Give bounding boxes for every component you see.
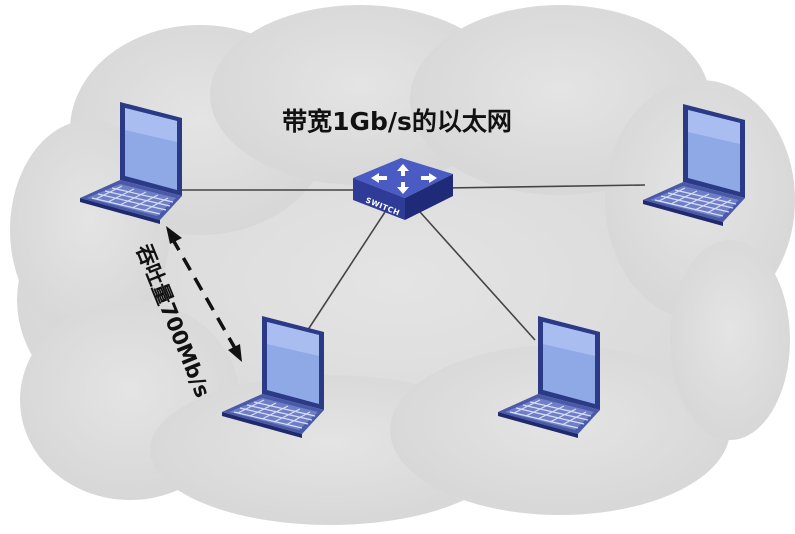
arrow-head-up-icon: [166, 226, 182, 244]
throughput-arrow: [166, 226, 242, 362]
link-switch-bottom-left: [297, 211, 386, 346]
arrow-head-down-icon: [228, 344, 242, 362]
link-switch-bottom-right: [419, 211, 536, 341]
network-links: [175, 184, 646, 346]
cloud-background: [10, 5, 795, 525]
network-switch-icon[interactable]: SWITCH: [353, 158, 453, 220]
network-title: 带宽1Gb/s的以太网: [282, 107, 512, 136]
link-switch-top-right: [444, 184, 646, 189]
